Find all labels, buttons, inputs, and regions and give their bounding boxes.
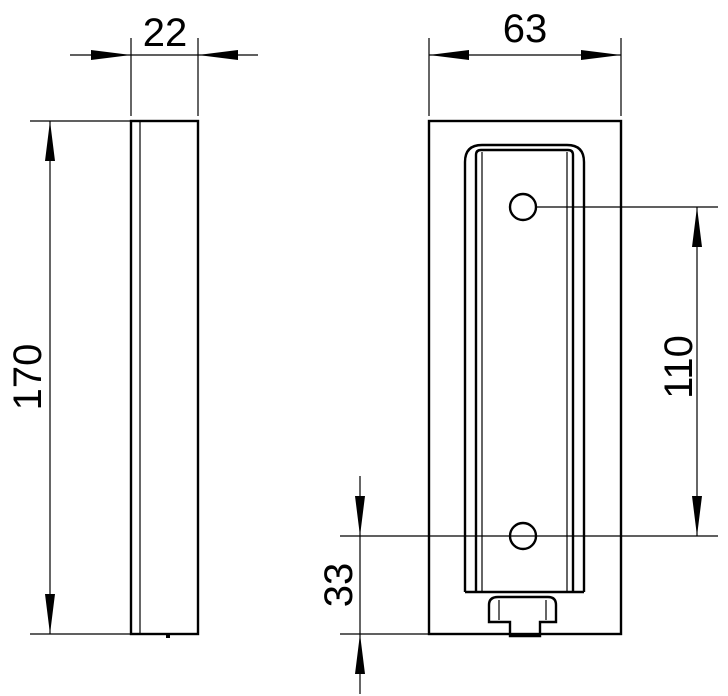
front-view: [427, 119, 623, 638]
side-view-foot: [166, 633, 170, 638]
mounting-plate: [474, 148, 575, 592]
arrow-head: [45, 594, 55, 634]
bottom-clip: [487, 595, 558, 638]
dim-front-width: 63: [428, 7, 622, 116]
arrow-head: [355, 634, 365, 674]
dim-bottom-offset: 33: [317, 476, 429, 694]
dim-total-height-label: 170: [6, 344, 50, 411]
arrow-head: [429, 50, 469, 60]
arrow-head: [692, 496, 702, 536]
dim-hole-spacing: 110: [340, 206, 718, 537]
arrow-head: [581, 50, 621, 60]
inner-channel: [463, 143, 586, 592]
side-view: [129, 119, 200, 638]
arrow-head: [45, 121, 55, 161]
top-screw-hole: [508, 192, 538, 222]
dim-side-width-label: 22: [143, 11, 188, 55]
arrow-head: [91, 50, 131, 60]
arrow-head: [355, 496, 365, 536]
dim-total-height: 170: [6, 120, 131, 635]
dim-hole-spacing-label: 110: [657, 335, 701, 399]
front-view-outline: [427, 119, 623, 636]
dim-side-width: 22: [70, 11, 258, 116]
dim-front-width-label: 63: [503, 7, 548, 51]
dim-bottom-offset-label: 33: [317, 563, 361, 608]
arrow-head: [198, 50, 238, 60]
side-view-outline: [129, 119, 200, 636]
arrow-head: [692, 207, 702, 247]
